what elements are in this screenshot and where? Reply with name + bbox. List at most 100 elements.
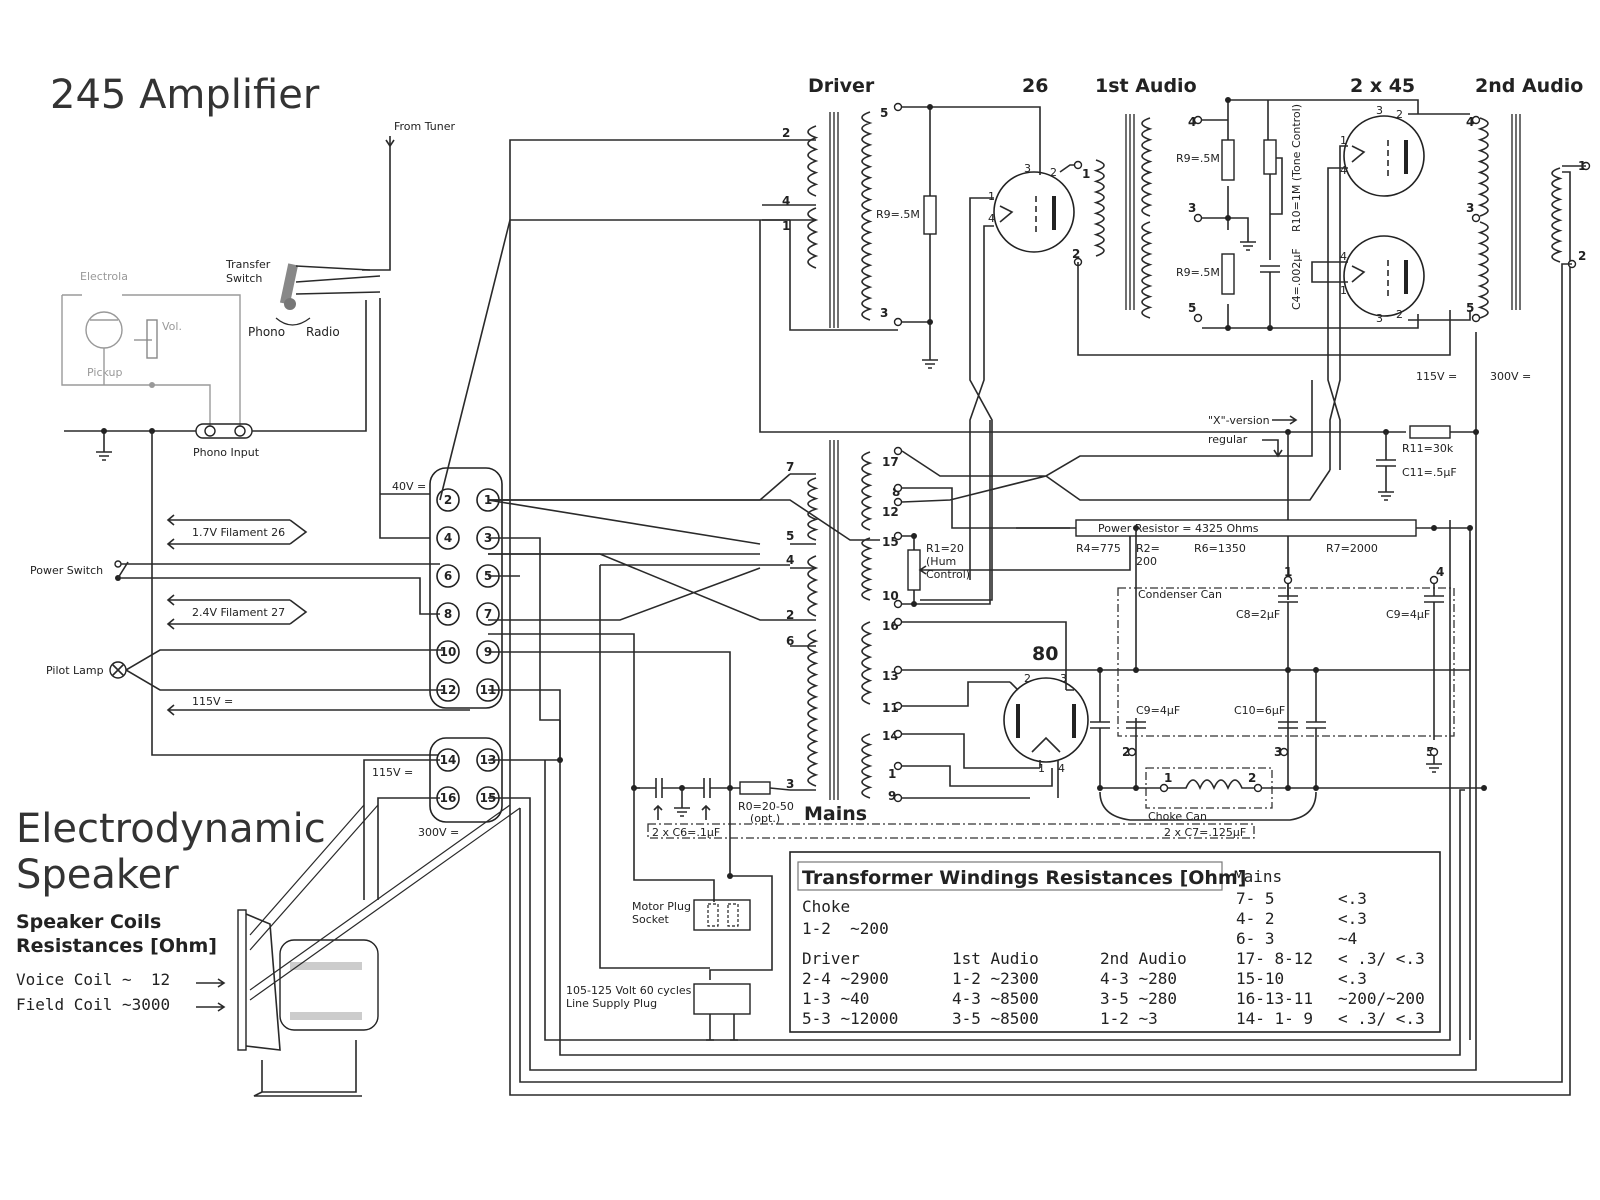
voice-coil-row: Voice Coil ~ 12 — [16, 970, 170, 989]
svg-text:5: 5 — [1188, 301, 1196, 315]
c6-capacitor-1 — [634, 778, 704, 798]
svg-text:16: 16 — [440, 791, 457, 805]
r0-label-1: R0=20-50 — [738, 800, 794, 813]
power-switch[interactable] — [114, 560, 440, 615]
pickup-icon — [85, 311, 123, 349]
r9-bottom-resistor — [1221, 253, 1235, 295]
r9-top-label: R9=.5M — [1176, 152, 1220, 165]
motor-plug-label-1: Motor Plug — [632, 900, 691, 913]
windings-table-title: Transformer Windings Resistances [Ohm] — [802, 867, 1246, 889]
pilot-lamp-icon — [109, 661, 127, 679]
second-audio-table-row: 4-3 ~280 — [1100, 969, 1177, 988]
pickup-label: Pickup — [87, 366, 122, 379]
connector-pin-7: 7 — [476, 602, 500, 626]
c8-label: C8=2µF — [1236, 608, 1280, 621]
connector-block-main — [429, 467, 503, 709]
svg-text:2: 2 — [1396, 108, 1403, 121]
svg-text:3: 3 — [1188, 201, 1196, 215]
r9-top-resistor — [1221, 139, 1235, 181]
c9-top-label: C9=4µF — [1386, 608, 1430, 621]
svg-text:2: 2 — [1024, 672, 1031, 685]
svg-text:2: 2 — [1050, 166, 1057, 179]
mains-table-rows: 7- 5<.34- 2<.36- 3~417- 8-12< .3/ <.315-… — [1236, 889, 1425, 1028]
filament-26-label: 1.7V Filament 26 — [192, 526, 285, 539]
svg-text:8: 8 — [444, 607, 452, 621]
svg-text:1: 1 — [988, 190, 995, 203]
driver-table-title: Driver — [802, 949, 860, 968]
svg-text:4: 4 — [988, 212, 995, 225]
tube-45-bottom: 4 1 3 2 — [1340, 235, 1425, 325]
v115-speaker-label: 115V = — [372, 766, 413, 779]
mains-table-resistance: ~4 — [1338, 929, 1357, 948]
svg-text:4: 4 — [1188, 115, 1196, 129]
r2-label-b: 200 — [1136, 555, 1157, 568]
transfer-switch[interactable] — [275, 263, 381, 326]
c4-label: C4=.002µF — [1290, 248, 1303, 310]
tube-45-top: 1 4 3 2 — [1340, 104, 1425, 197]
driver-pin-5: 5 — [880, 106, 888, 120]
line-supply-plug[interactable] — [693, 983, 751, 1041]
tuner-input-wire — [362, 136, 391, 271]
header-driver: Driver — [808, 75, 875, 97]
connector-pin-2: 2 — [436, 488, 460, 512]
c9-bottom-capacitor — [1126, 721, 1146, 729]
svg-text:1: 1 — [1164, 771, 1172, 785]
svg-text:2: 2 — [444, 493, 452, 507]
r9-driver-resistor — [923, 195, 937, 235]
svg-text:2: 2 — [1578, 249, 1586, 263]
r11-label: R11=30k — [1402, 442, 1454, 455]
svg-text:4: 4 — [1058, 762, 1065, 775]
ground-symbol-driver — [922, 359, 938, 369]
mains-table-resistance: <.3 — [1338, 969, 1367, 988]
second-audio-table-title: 2nd Audio — [1100, 949, 1187, 968]
c6-capacitor-2 — [703, 778, 740, 798]
condenser-can — [1117, 587, 1455, 737]
connector-pin-10: 10 — [436, 640, 460, 664]
r4-label: R4=775 — [1076, 542, 1121, 555]
power-resistor-label: Power Resistor = 4325 Ohms — [1098, 522, 1259, 535]
electrola-label: Electrola — [80, 270, 128, 283]
svg-text:2: 2 — [1122, 745, 1130, 759]
driver-table-row: 1-3 ~40 — [802, 989, 869, 1008]
mains-transformer — [807, 440, 873, 800]
svg-text:4: 4 — [1340, 250, 1347, 263]
ground-symbol-condenser — [1426, 756, 1442, 773]
svg-text:2: 2 — [1072, 247, 1080, 261]
svg-text:7: 7 — [484, 607, 492, 621]
mains-table-resistance: < .3/ <.3 — [1338, 949, 1425, 968]
electrola-wiring — [61, 294, 241, 430]
mains-table-winding: 14- 1- 9 — [1236, 1009, 1313, 1028]
header-tube-80: 80 — [1032, 643, 1058, 665]
svg-text:12: 12 — [882, 505, 899, 519]
mains-table-resistance: <.3 — [1338, 909, 1367, 928]
driver-table-row: 2-4 ~2900 — [802, 969, 889, 988]
svg-text:4: 4 — [444, 531, 452, 545]
speaker-icon — [237, 804, 521, 1097]
motor-plug-socket[interactable] — [693, 899, 751, 931]
r1-hum-control[interactable] — [907, 549, 921, 591]
driver-pin-2: 2 — [782, 126, 790, 140]
svg-text:5: 5 — [786, 529, 794, 543]
r10-tone-control[interactable] — [1263, 139, 1277, 175]
svg-text:5: 5 — [1466, 301, 1474, 315]
svg-text:2: 2 — [1248, 771, 1256, 785]
c9-top-capacitor — [1424, 584, 1444, 740]
c8-capacitor — [1278, 584, 1298, 790]
ground-symbol-left — [96, 431, 112, 461]
speaker-title-line1: Electrodynamic — [16, 806, 326, 852]
x-version-label: "X"-version — [1208, 414, 1270, 427]
c6-label: 2 x C6=.1µF — [652, 826, 720, 839]
svg-text:3: 3 — [1274, 745, 1282, 759]
choke-can-label: Choke Can — [1148, 810, 1207, 823]
svg-text:3: 3 — [1024, 162, 1031, 175]
svg-text:6: 6 — [786, 634, 794, 648]
volume-pot[interactable] — [146, 319, 158, 359]
v115-left-label: 115V = — [192, 695, 233, 708]
first-audio-transformer — [1093, 114, 1153, 319]
v300-right-label: 300V = — [1490, 370, 1531, 383]
c7-bracket — [1099, 791, 1317, 821]
svg-text:1: 1 — [1082, 167, 1090, 181]
